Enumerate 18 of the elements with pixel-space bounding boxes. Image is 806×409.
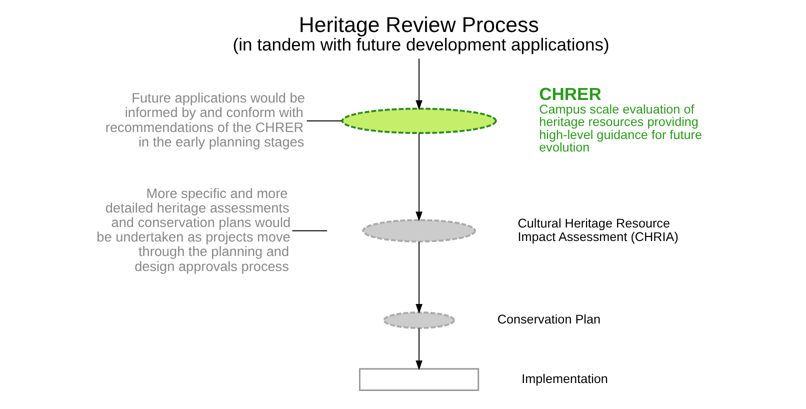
arrow: [416, 58, 422, 110]
arrow: [416, 328, 422, 370]
node-box: [359, 368, 480, 391]
node-label: Cultural Heritage Resource Impact Assessment (CHRIA): [518, 216, 678, 244]
node-ellipse: [362, 219, 476, 242]
node-label: Campus scale evaluation of heritage resources providing high-level guidance for future evolution: [539, 102, 702, 154]
node-ellipse: [383, 311, 456, 329]
node-label: Implementation: [522, 372, 608, 386]
node-text: More specific and more detailed heritage assessments and conservation plans would be undertaken as projects move through the planning and design approvals process: [96, 186, 291, 274]
arrow: [416, 241, 422, 314]
node-label: CHRER: [539, 84, 602, 104]
connector: [292, 230, 328, 232]
arrow: [416, 132, 422, 222]
connector: [306, 120, 342, 122]
node-text: Future applications would be informed by and conform with recommendations of the CHRER in the early planning stages: [105, 90, 305, 150]
node-label: Conservation Plan: [497, 312, 600, 327]
node-ellipse: [341, 108, 497, 134]
node-text: Heritage Review Process (in tandem with future development applications): [232, 12, 610, 54]
